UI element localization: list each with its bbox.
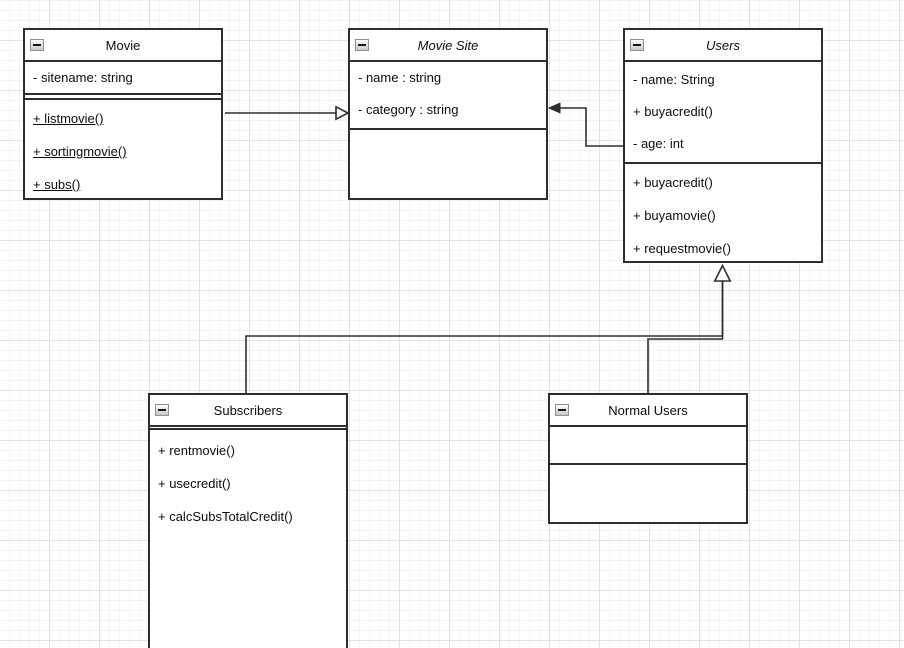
class-subscribers-header: Subscribers bbox=[150, 395, 346, 425]
methods-section-empty bbox=[550, 463, 746, 465]
connector-users-to-moviesite[interactable] bbox=[547, 102, 623, 147]
class-movie-site[interactable]: Movie Site - name : string - category : … bbox=[348, 28, 548, 200]
attribute-item[interactable]: - age: int bbox=[633, 136, 684, 151]
attribute-item[interactable]: - name: String bbox=[633, 72, 715, 87]
filled-arrowhead-icon bbox=[547, 102, 561, 114]
attribute-item[interactable]: + buyacredit() bbox=[633, 104, 713, 119]
class-title[interactable]: Movie bbox=[105, 37, 141, 53]
class-users-header: Users bbox=[625, 30, 821, 60]
methods-section-empty bbox=[350, 128, 546, 198]
open-triangle-arrowhead-icon bbox=[335, 105, 350, 121]
attributes-section: - name: String + buyacredit() - age: int bbox=[625, 60, 821, 162]
collapse-icon[interactable] bbox=[355, 39, 369, 51]
attribute-item[interactable]: - name : string bbox=[358, 70, 442, 85]
method-item[interactable]: + buyacredit() bbox=[633, 175, 713, 190]
methods-section: + buyacredit() + buyamovie() + requestmo… bbox=[625, 162, 821, 261]
attributes-section-empty bbox=[550, 425, 746, 463]
connector-subscribers-to-users[interactable] bbox=[245, 281, 724, 393]
class-movie-site-header: Movie Site bbox=[350, 30, 546, 60]
methods-section: + listmovie() + sortingmovie() + subs() bbox=[25, 98, 221, 198]
class-movie[interactable]: Movie - sitename: string + listmovie() +… bbox=[23, 28, 223, 200]
attributes-section: - name : string - category : string bbox=[350, 60, 546, 128]
method-item[interactable]: + sortingmovie() bbox=[33, 144, 127, 159]
class-title[interactable]: Movie Site bbox=[417, 37, 479, 53]
class-movie-header: Movie bbox=[25, 30, 221, 60]
attribute-item[interactable]: - sitename: string bbox=[33, 70, 133, 85]
method-item[interactable]: + listmovie() bbox=[33, 111, 104, 126]
method-item[interactable]: + subs() bbox=[33, 177, 81, 192]
collapse-icon[interactable] bbox=[630, 39, 644, 51]
attribute-item[interactable]: - category : string bbox=[358, 102, 459, 117]
class-normal-users[interactable]: Normal Users bbox=[548, 393, 748, 524]
hollow-triangle-arrowhead-icon bbox=[713, 263, 732, 282]
class-title[interactable]: Subscribers bbox=[213, 402, 283, 418]
collapse-icon[interactable] bbox=[555, 404, 569, 416]
method-item[interactable]: + rentmovie() bbox=[158, 443, 235, 458]
method-item[interactable]: + calcSubsTotalCredit() bbox=[158, 509, 293, 524]
connector-movie-to-moviesite[interactable] bbox=[225, 105, 350, 121]
attributes-section: - sitename: string bbox=[25, 60, 221, 93]
method-item[interactable]: + usecredit() bbox=[158, 476, 231, 491]
class-title[interactable]: Normal Users bbox=[608, 402, 688, 418]
connector-normalusers-to-users[interactable] bbox=[647, 281, 724, 393]
empty-section bbox=[150, 425, 346, 428]
methods-section: + rentmovie() + usecredit() + calcSubsTo… bbox=[150, 428, 346, 533]
empty-section bbox=[25, 93, 221, 98]
collapse-icon[interactable] bbox=[155, 404, 169, 416]
collapse-icon[interactable] bbox=[30, 39, 44, 51]
method-item[interactable]: + requestmovie() bbox=[633, 241, 731, 256]
class-normal-users-header: Normal Users bbox=[550, 395, 746, 425]
class-subscribers[interactable]: Subscribers + rentmovie() + usecredit() … bbox=[148, 393, 348, 648]
class-title[interactable]: Users bbox=[706, 37, 740, 53]
class-users[interactable]: Users - name: String + buyacredit() - ag… bbox=[623, 28, 823, 263]
method-item[interactable]: + buyamovie() bbox=[633, 208, 716, 223]
